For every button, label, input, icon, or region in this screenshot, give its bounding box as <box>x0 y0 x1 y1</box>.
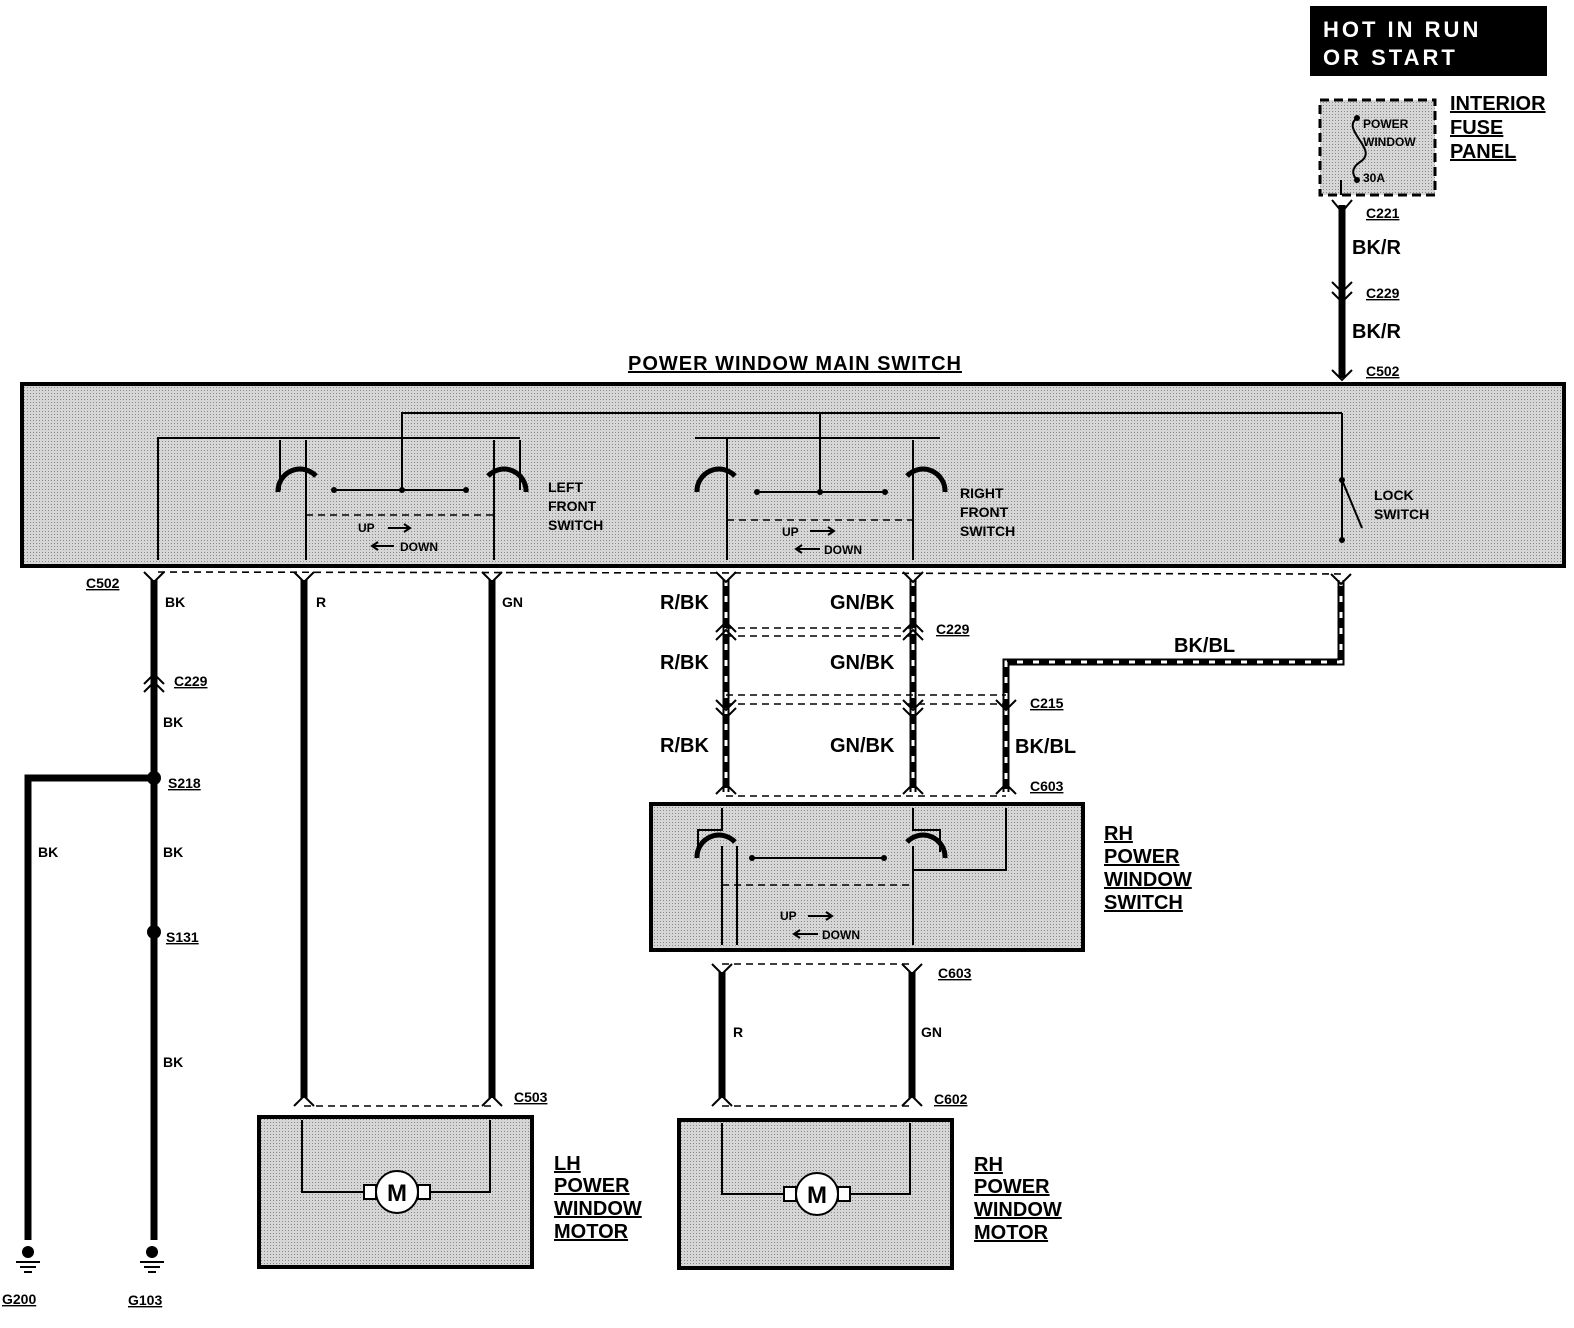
fuse-panel-title-1: INTERIOR <box>1450 93 1546 115</box>
lh-motor-symbol: M <box>387 1180 407 1207</box>
splice-s218: S218 <box>168 775 201 791</box>
rf-switch-label-3: SWITCH <box>960 523 1015 539</box>
wire-label-gn-bk-1: GN/BK <box>830 592 895 614</box>
ground-circuit: BK C229 BK S218 BK BK S131 BK G200 G103 <box>2 571 208 1308</box>
connector-c221: C221 <box>1366 205 1400 221</box>
connector-c229-left: C229 <box>174 673 208 689</box>
banner-line-2: OR START <box>1323 45 1458 70</box>
wire-label-gn-lh: GN <box>502 594 523 610</box>
wire-label-r-rh: R <box>733 1024 743 1040</box>
wire-label-gn-rh: GN <box>921 1024 942 1040</box>
fuse-label-power: POWER <box>1363 117 1409 131</box>
lf-up-label: UP <box>358 521 375 535</box>
splice-s131: S131 <box>166 929 199 945</box>
lock-switch-label-1: LOCK <box>1374 487 1414 503</box>
wire-label-r-bk-3: R/BK <box>660 735 709 757</box>
connector-c503: C503 <box>514 1089 548 1105</box>
rf-switch-label-2: FRONT <box>960 504 1009 520</box>
svg-text:C502: C502 <box>86 575 120 591</box>
connector-c603-top: C603 <box>1030 778 1064 794</box>
lh-power-window-motor: M <box>257 1115 534 1269</box>
connector-c215: C215 <box>1030 695 1064 711</box>
fuse-label-rating: 30A <box>1363 171 1385 185</box>
banner-line-1: HOT IN RUN <box>1323 17 1481 42</box>
rh-motor-label: RH POWER WINDOW MOTOR <box>974 1154 1062 1244</box>
svg-text:RH: RH <box>1104 823 1133 845</box>
rh-switch-down-label: DOWN <box>822 928 860 942</box>
wire-label-bk-2: BK <box>163 714 183 730</box>
wire-label-r-bk-2: R/BK <box>660 652 709 674</box>
lf-switch-label-1: LEFT <box>548 479 583 495</box>
svg-text:WINDOW: WINDOW <box>554 1198 642 1220</box>
rh-switch-label: RH POWER WINDOW SWITCH <box>1104 823 1192 914</box>
power-window-main-switch: UP DOWN LEFT FRONT SWITCH UP DOWN RIGHT … <box>20 382 1566 568</box>
rh-feed-wires: R/BK GN/BK C229 BK/BL R/BK GN/BK C215 R/… <box>660 571 1352 797</box>
fuse-label-window: WINDOW <box>1363 135 1416 149</box>
wire-label-bk-5: BK <box>163 1054 183 1070</box>
svg-text:SWITCH: SWITCH <box>1104 892 1183 914</box>
lh-motor-label: LH POWER WINDOW MOTOR <box>554 1153 642 1243</box>
connector-c502-bottom: C502 <box>86 571 1343 591</box>
svg-text:MOTOR: MOTOR <box>554 1221 629 1243</box>
lf-switch-label-2: FRONT <box>548 498 597 514</box>
fuse-panel-title-3: PANEL <box>1450 141 1516 163</box>
lh-motor-circuit: R GN C503 <box>293 571 548 1107</box>
connector-c603-bottom: C603 <box>938 965 972 981</box>
wire-label-bk-bl-1: BK/BL <box>1174 635 1235 657</box>
lock-switch-label-2: SWITCH <box>1374 506 1429 522</box>
wire-label-gn-bk-3: GN/BK <box>830 735 895 757</box>
wire-label-bk-3: BK <box>38 844 58 860</box>
svg-text:LH: LH <box>554 1153 581 1175</box>
wire-label-r-bk-1: R/BK <box>660 592 709 614</box>
connector-c229-rh: C229 <box>936 621 970 637</box>
connector-c502-top: C502 <box>1366 363 1400 379</box>
wire-label-bk-bl-2: BK/BL <box>1015 736 1076 758</box>
feed-wire-bk-r: C221 BK/R C229 BK/R C502 <box>1331 199 1401 382</box>
wire-label-r-lh: R <box>316 594 326 610</box>
rh-motor-symbol: M <box>807 1182 827 1209</box>
fuse-panel-title-2: FUSE <box>1450 117 1503 139</box>
hot-in-run-banner: HOT IN RUN OR START <box>1310 6 1547 76</box>
connector-c229-top: C229 <box>1366 285 1400 301</box>
lf-switch-label-3: SWITCH <box>548 517 603 533</box>
connector-c602: C602 <box>934 1091 968 1107</box>
rh-motor-circuit: C603 R GN C602 <box>711 963 972 1107</box>
rf-switch-label-1: RIGHT <box>960 485 1004 501</box>
rh-power-window-switch: UP DOWN <box>649 802 1085 952</box>
interior-fuse-panel: POWER WINDOW 30A INTERIOR FUSE PANEL <box>1318 93 1546 197</box>
wire-label-bk-4: BK <box>163 844 183 860</box>
wire-label-bk-r-1: BK/R <box>1352 237 1401 259</box>
lf-down-label: DOWN <box>400 540 438 554</box>
main-switch-title: POWER WINDOW MAIN SWITCH <box>628 353 962 375</box>
ground-g103: G103 <box>128 1292 162 1308</box>
svg-text:WINDOW: WINDOW <box>1104 869 1192 891</box>
svg-text:POWER: POWER <box>1104 846 1180 868</box>
wire-label-bk-1: BK <box>165 594 185 610</box>
rh-switch-up-label: UP <box>780 909 797 923</box>
svg-text:POWER: POWER <box>554 1175 630 1197</box>
ground-g200: G200 <box>2 1291 36 1307</box>
rf-down-label: DOWN <box>824 543 862 557</box>
rf-up-label: UP <box>782 525 799 539</box>
wire-label-gn-bk-2: GN/BK <box>830 652 895 674</box>
rh-power-window-motor: M <box>677 1118 954 1270</box>
svg-text:RH: RH <box>974 1154 1003 1176</box>
svg-text:MOTOR: MOTOR <box>974 1222 1049 1244</box>
wire-label-bk-r-2: BK/R <box>1352 321 1401 343</box>
svg-text:POWER: POWER <box>974 1176 1050 1198</box>
svg-text:WINDOW: WINDOW <box>974 1199 1062 1221</box>
